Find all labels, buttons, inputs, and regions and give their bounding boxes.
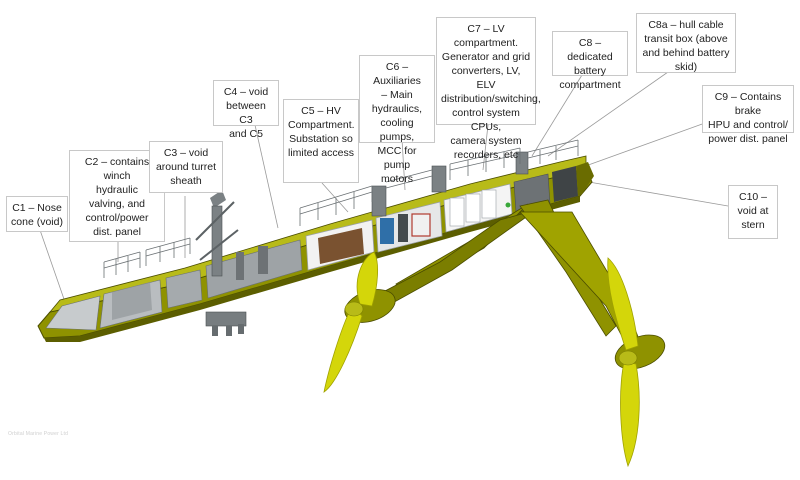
deck-house-1 <box>371 185 387 217</box>
right-nacelle <box>614 334 666 370</box>
left-rotor-blade-up <box>356 251 378 307</box>
callout-c4: C4 – void between C3 and C5 <box>213 80 279 140</box>
leader-c10 <box>582 180 729 207</box>
turret-mast <box>195 190 247 336</box>
c9-brake-hpu <box>552 166 578 202</box>
hull <box>37 139 594 342</box>
leader-c9 <box>579 122 706 169</box>
c10-stern-void <box>576 162 594 196</box>
callout-c9: C9 – Contains brake HPU and control/ pow… <box>702 85 794 145</box>
right-rotor-blade-up <box>607 257 639 351</box>
leader-c8 <box>531 74 583 157</box>
deck-house-3 <box>515 151 529 175</box>
legs-and-rotors <box>323 199 666 468</box>
c4-compartment <box>205 239 303 299</box>
c3-compartment <box>165 269 203 309</box>
callout-c10: C10 – void at stern <box>728 185 778 239</box>
leader-c1 <box>39 229 66 303</box>
callout-c7: C7 – LV compartment. Generator and grid … <box>436 17 541 161</box>
callout-c6: C6 – Auxiliaries – Main hydraulics, cool… <box>359 55 435 185</box>
leader-c6 <box>401 138 406 191</box>
watermark: Orbital Marine Power Ltd <box>8 431 69 437</box>
callout-c8: C8 – dedicated battery compartment <box>552 31 628 91</box>
deck-house-2 <box>431 165 447 193</box>
callout-c8a: C8a – hull cable transit box (above and … <box>636 13 736 73</box>
callout-c5: C5 – HV Compartment. Substation so limit… <box>283 99 359 183</box>
deck-railings <box>103 139 579 278</box>
callout-c2: C2 – contains winch hydraulic valving, a… <box>69 150 165 242</box>
callout-c3: C3 – void around turret sheath <box>149 141 223 193</box>
right-rotor-blade-down <box>620 361 640 468</box>
leader-c4 <box>254 124 279 229</box>
c1-nose-cone <box>45 295 101 331</box>
left-rotor-blade-down <box>323 305 363 393</box>
callout-c1: C1 – Nose cone (void) <box>6 196 68 232</box>
